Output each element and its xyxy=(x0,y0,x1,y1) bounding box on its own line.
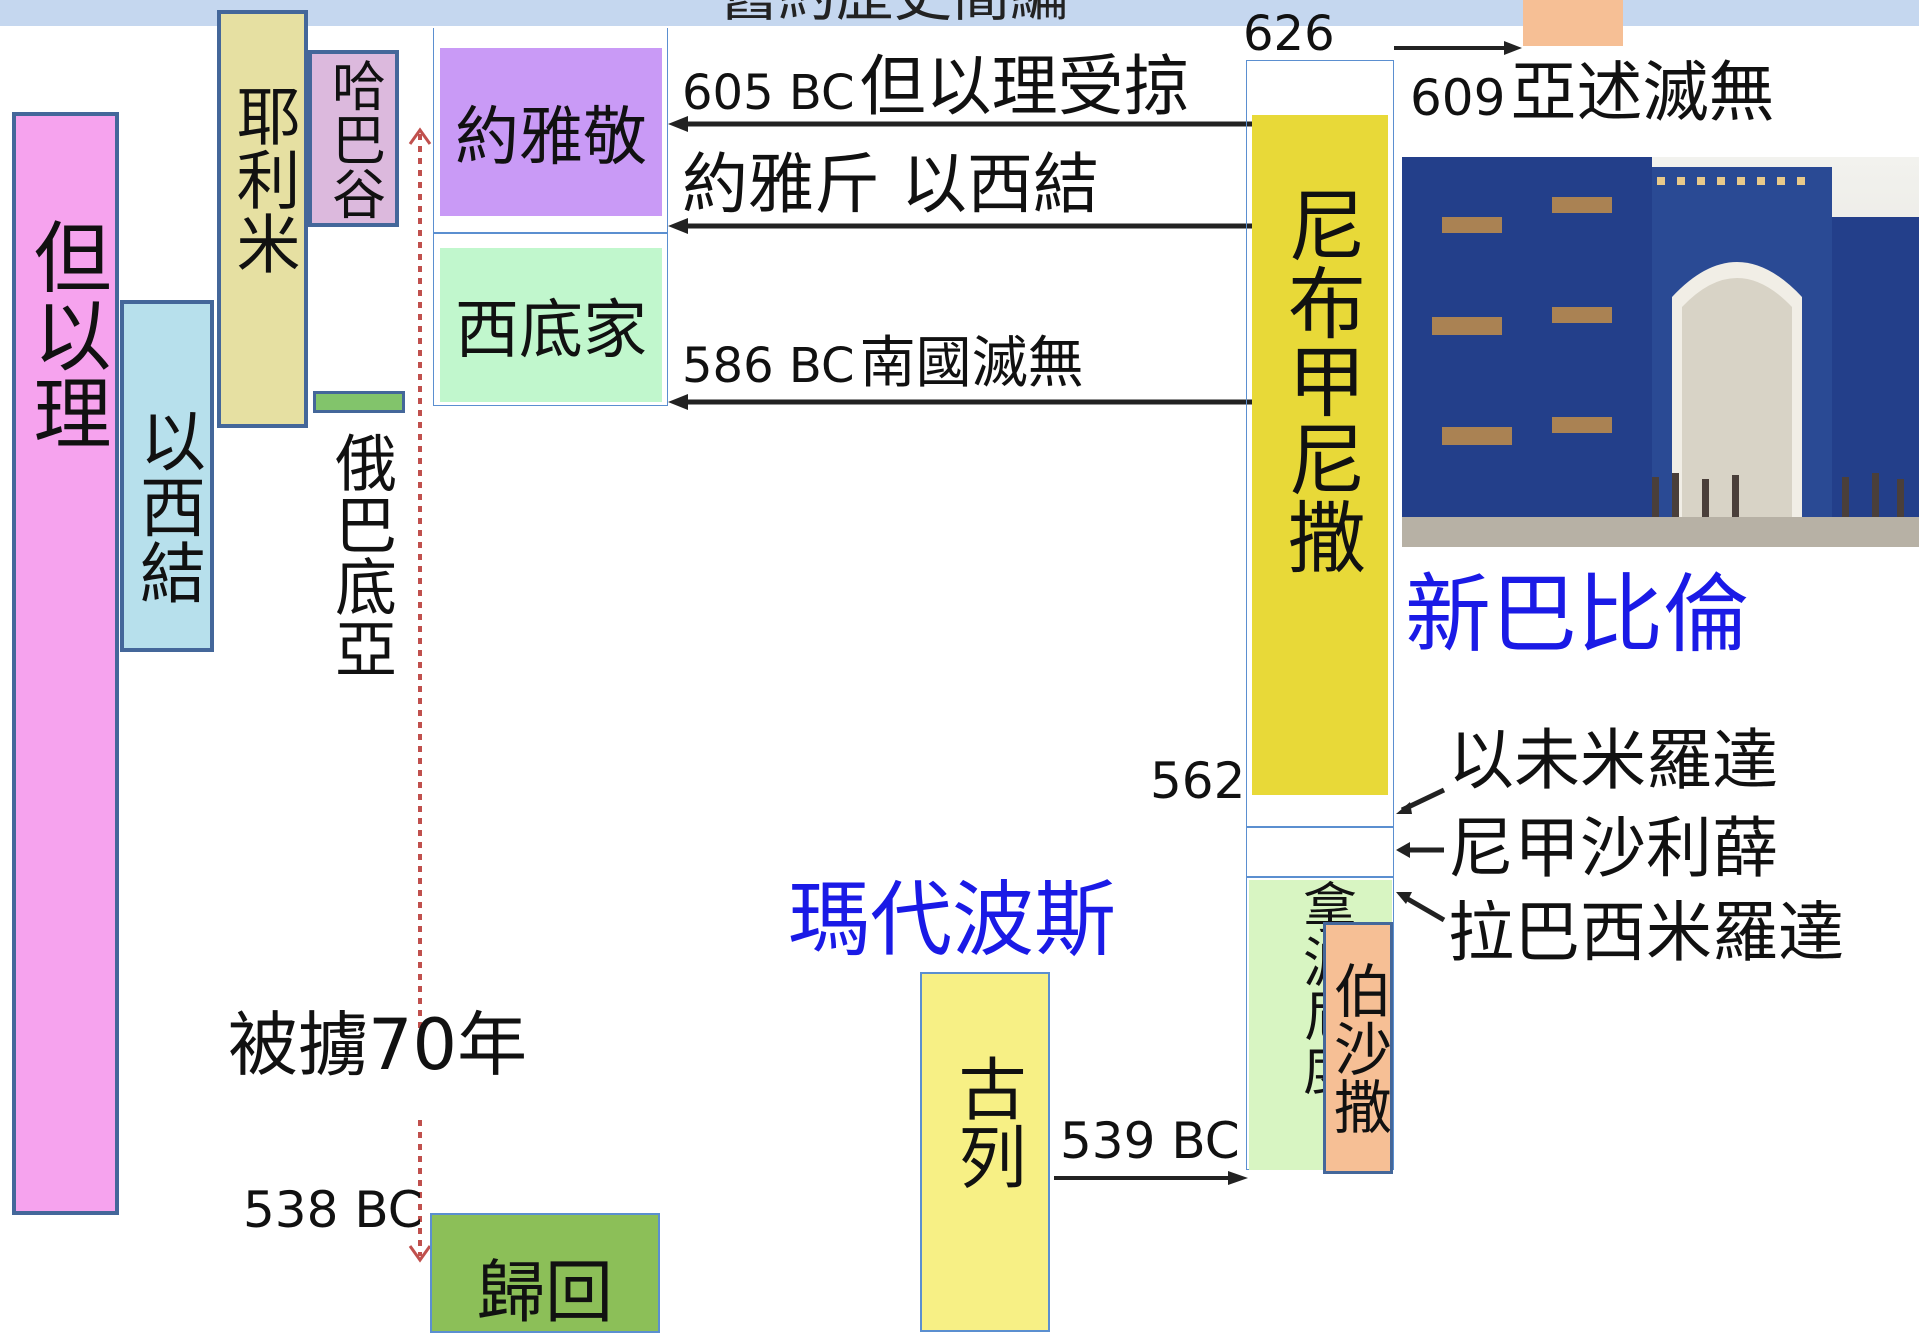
persia-arrow xyxy=(1054,1171,1248,1185)
medo-persia-label: 瑪代波斯 xyxy=(788,873,1117,968)
captivity-label: 被擄70年 xyxy=(228,1004,528,1086)
prophet-obadiah: 俄巴底亞 xyxy=(300,420,420,690)
event-586-text: 南國滅無 xyxy=(859,331,1084,396)
prophet-jeremiah: 耶利米 xyxy=(217,10,308,428)
prophet-ezekiel: 以西結 xyxy=(120,300,214,652)
return-year: 538 BC xyxy=(243,1181,423,1239)
judah-column xyxy=(433,28,668,406)
king-zedekiah-label: 西底家 xyxy=(455,294,647,368)
event-arrows xyxy=(668,116,1256,410)
event-586: 586 BC 南國滅無 xyxy=(682,336,1084,392)
king-nebuchadnezzar-label: 尼布甲尼撒 xyxy=(1275,185,1365,575)
prophet-habakkuk-label: 哈巴谷 xyxy=(322,57,386,220)
babylon-end-year: 562 xyxy=(1150,752,1246,810)
prophet-jeremiah-label: 耶利米 xyxy=(225,83,300,275)
assyria-arrow xyxy=(1394,41,1522,55)
king-jehoiakim-label: 約雅敬 xyxy=(455,101,647,175)
event-609-text: 亞述滅無 xyxy=(1510,54,1775,131)
page-title: 舊約歷史簡編 xyxy=(720,0,1068,24)
prophet-daniel: 但以理 xyxy=(12,112,119,1215)
captivity-arrow xyxy=(408,127,432,1263)
persia-year: 539 BC xyxy=(1060,1112,1240,1170)
event-586-year: 586 BC xyxy=(682,338,855,394)
successor-labashi-marduk: 拉巴西米羅達 xyxy=(1448,900,1844,964)
event-597-text: 約雅斤 以西結 xyxy=(682,146,1099,223)
successor-pointers xyxy=(1396,787,1446,923)
ishtar-gate-photo xyxy=(1402,157,1919,547)
return-label: 歸回 xyxy=(476,1254,613,1333)
king-jehoiakim: 約雅敬 xyxy=(440,48,662,216)
assyria-box xyxy=(1523,0,1623,46)
king-belshazzar-label: 伯沙撒 xyxy=(1324,961,1392,1135)
king-cyrus-label: 古列 xyxy=(946,1054,1025,1190)
king-nebuchadnezzar: 尼布甲尼撒 xyxy=(1252,115,1388,795)
king-cyrus: 古列 xyxy=(920,972,1050,1332)
return-box: 歸回 xyxy=(430,1213,660,1333)
event-605-text: 但以理受掠 xyxy=(859,48,1190,125)
prophet-habakkuk: 哈巴谷 xyxy=(308,50,399,227)
king-zedekiah: 西底家 xyxy=(440,248,662,402)
babylon-start-year: 626 xyxy=(1243,6,1335,62)
king-belshazzar: 伯沙撒 xyxy=(1323,922,1393,1174)
event-609-year: 609 xyxy=(1410,69,1506,127)
babylon-divider-1 xyxy=(1246,826,1394,828)
event-605: 605 BC 但以理受掠 xyxy=(682,54,1190,120)
prophet-ezekiel-label: 以西結 xyxy=(129,407,206,605)
babylon-divider-2 xyxy=(1246,876,1394,878)
prophet-daniel-label: 但以理 xyxy=(20,216,111,451)
prophet-obadiah-label: 俄巴底亞 xyxy=(324,431,397,679)
successor-evil-merodach: 以未米羅達 xyxy=(1448,722,1778,799)
event-605-year: 605 BC xyxy=(682,65,855,121)
judah-divider xyxy=(433,232,668,234)
obadiah-marker xyxy=(313,391,405,413)
neo-babylon-label: 新巴比倫 xyxy=(1405,565,1749,665)
successor-neriglissar: 尼甲沙利薛 xyxy=(1448,810,1778,887)
event-609: 609 亞述滅無 xyxy=(1410,60,1775,126)
